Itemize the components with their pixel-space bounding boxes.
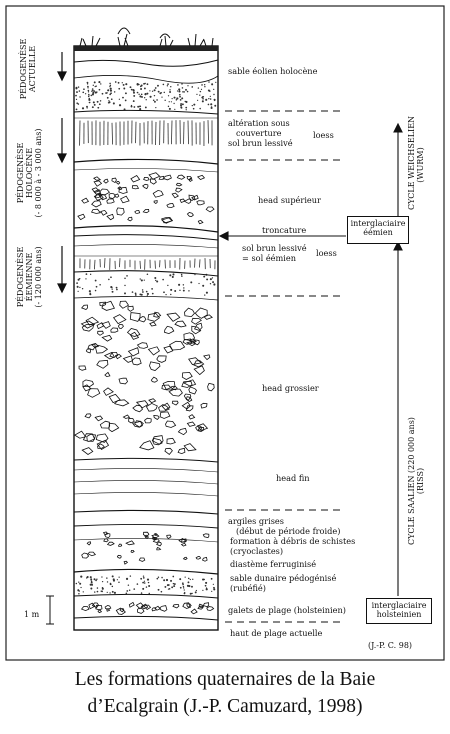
- label-sol-brun-1: sol brun lessivé: [228, 138, 293, 148]
- label-head-grossier: head grossier: [262, 383, 319, 393]
- credit-label: (J.-P. C. 98): [368, 641, 413, 650]
- label-head-fin: head fin: [276, 473, 310, 483]
- head-fragments: [73, 172, 215, 615]
- label-loess-1: loess: [313, 130, 334, 140]
- scale-label: 1 m: [24, 610, 40, 619]
- scale-bar: [46, 595, 54, 625]
- layer-sable-eolien: [73, 59, 219, 84]
- vegetation-top: [79, 27, 214, 47]
- figure-caption: Les formations quaternaires de la Baie d…: [10, 666, 440, 720]
- label-debut-periode: (début de période froide): [236, 526, 341, 536]
- label-haut-plage: haut de plage actuelle: [230, 628, 323, 638]
- label-sol-brun-2: sol brun lessivé: [242, 243, 307, 253]
- label-diasteme: diastème ferruginisé: [230, 559, 317, 569]
- label-cryoclastes: (cryoclastes): [230, 546, 284, 556]
- label-sol-eemien: = sol éémien: [242, 253, 297, 263]
- label-alteration: altération sous: [228, 118, 290, 128]
- caption-line-2: d’Ecalgrain (J.-P. Camuzard, 1998): [87, 696, 363, 717]
- caption-line-1: Les formations quaternaires de la Baie: [74, 669, 376, 690]
- label-galets: galets de plage (holsteinien): [228, 605, 346, 615]
- cycle-saalien-label: CYCLE SAALIEN (220 000 ans)(RISS): [407, 417, 425, 545]
- label-sable-dunaire: sable dunaire pédogénisé: [230, 573, 337, 583]
- cycle-weichselien-label: CYCLE WEICHSELIEN(WURM): [407, 115, 425, 210]
- label-sable-eolien: sable éolien holocène: [228, 66, 318, 76]
- label-couverture: couverture: [236, 128, 282, 138]
- label-loess-2: loess: [316, 248, 337, 258]
- label-argiles-grises: argiles grises: [228, 516, 284, 526]
- loess-hatch: [79, 120, 216, 270]
- label-rubefie: (rubéfié): [230, 583, 266, 593]
- dot-pattern: [75, 81, 217, 595]
- label-head-superieur: head supérieur: [258, 195, 321, 205]
- label-troncature: troncature: [262, 225, 307, 235]
- diagram-frame: [5, 5, 445, 661]
- label-schistes: formation à débris de schistes: [230, 536, 356, 546]
